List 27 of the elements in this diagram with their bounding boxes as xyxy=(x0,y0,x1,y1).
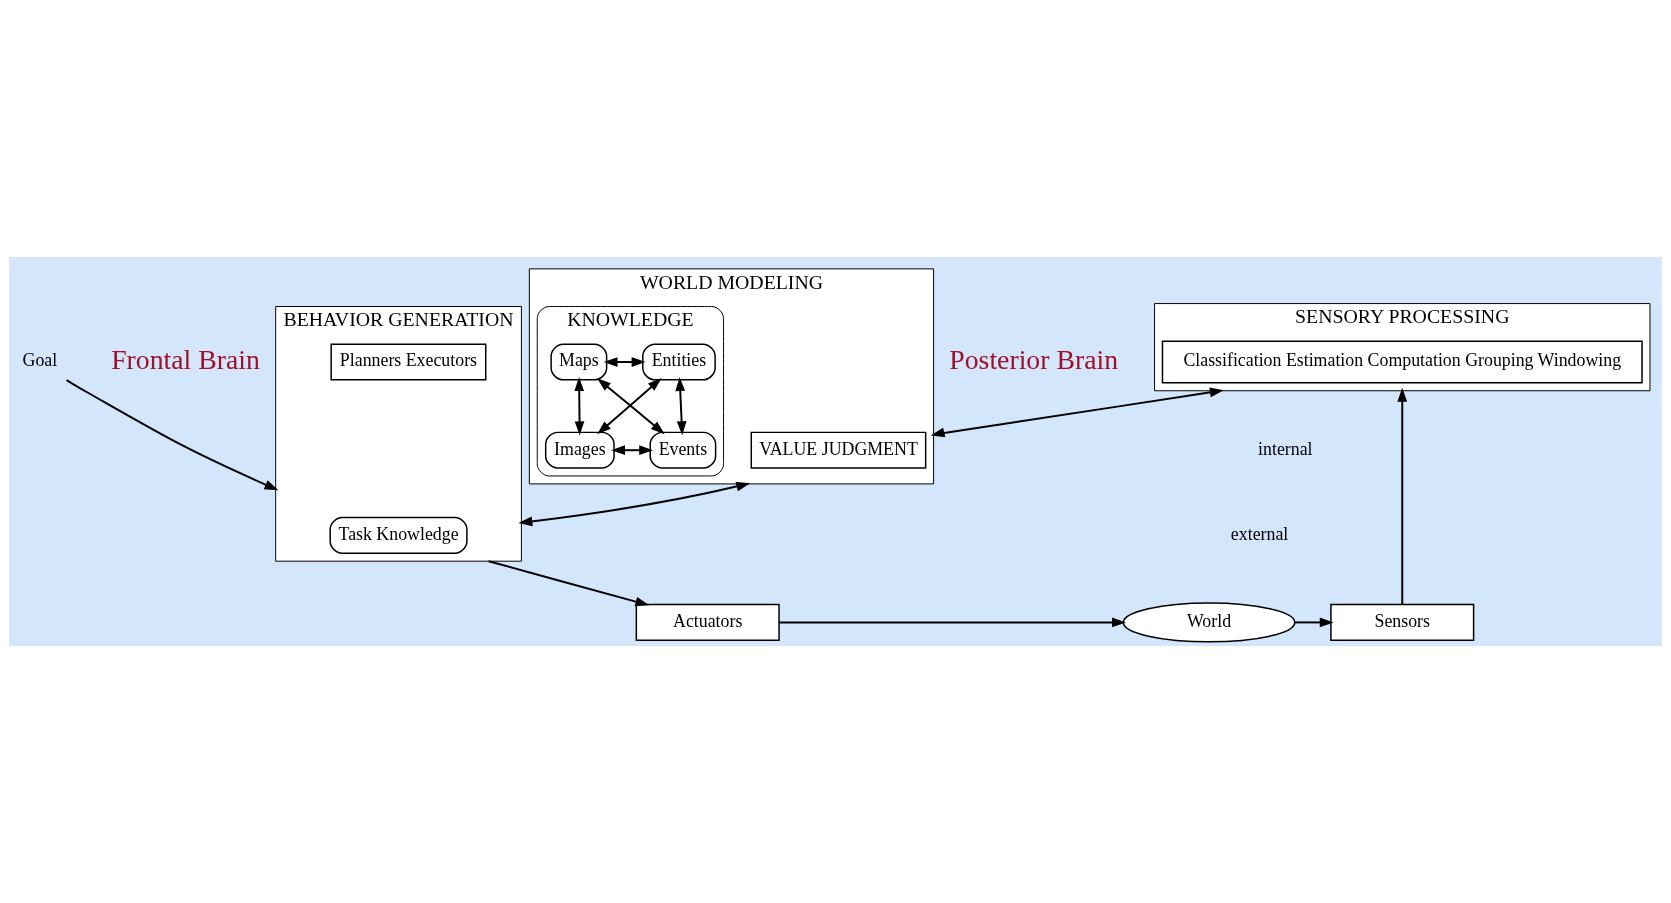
node-box: Task Knowledge xyxy=(329,516,468,554)
arrow xyxy=(518,481,751,527)
arrow xyxy=(65,379,279,491)
label: external xyxy=(1230,523,1289,544)
arrow xyxy=(603,357,646,367)
node-text: Goal xyxy=(22,350,58,371)
arrow xyxy=(1294,617,1334,628)
label: Posterior Brain xyxy=(949,343,1119,375)
label: Frontal Brain xyxy=(111,343,260,375)
node-box: Actuators xyxy=(635,603,780,641)
node-box: Planners Executors xyxy=(330,343,487,381)
arrow xyxy=(1397,387,1408,606)
node-box: Events xyxy=(649,431,717,469)
arrow xyxy=(574,377,585,436)
node-ellipse: World xyxy=(1122,602,1296,643)
node-box: Maps xyxy=(550,343,608,381)
arrow xyxy=(778,617,1126,628)
arrow xyxy=(487,560,650,607)
arrow xyxy=(930,387,1224,438)
node-box: VALUE JUDGMENT xyxy=(750,431,927,469)
node-box: Images xyxy=(544,431,615,469)
node-box: Classification Estimation Computation Grouping Windowing xyxy=(1161,340,1643,384)
arrow xyxy=(675,377,687,436)
node-box: Entities xyxy=(642,343,716,381)
arrow xyxy=(611,445,654,456)
node-box: Sensors xyxy=(1330,603,1475,641)
label: internal xyxy=(1258,438,1313,459)
